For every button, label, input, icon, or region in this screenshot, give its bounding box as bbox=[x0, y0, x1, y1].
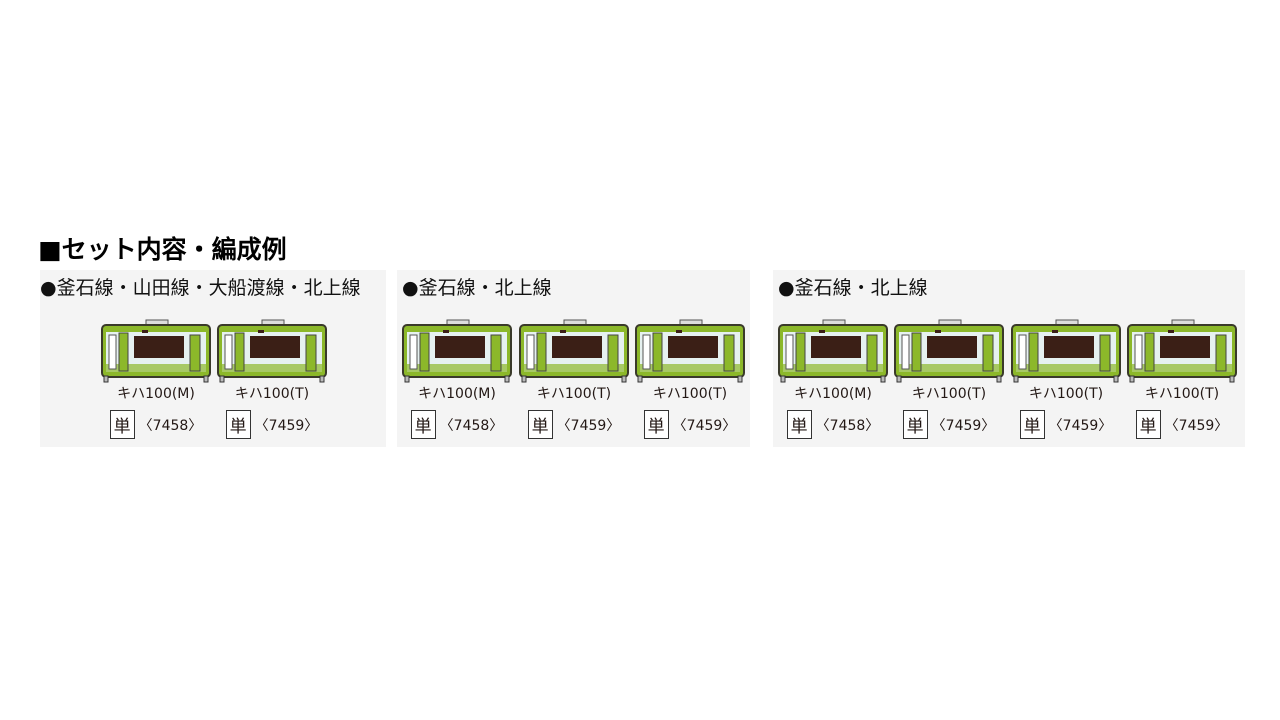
formation-title: ●釜石線・山田線・大船渡線・北上線 bbox=[40, 277, 361, 299]
single-car-badge: 単 bbox=[902, 410, 928, 439]
car-name: キハ100(T) bbox=[234, 386, 310, 402]
car-product-number: 単〈7459〉 bbox=[634, 410, 746, 439]
formation-title: ●釜石線・北上線 bbox=[402, 277, 552, 299]
car-product-number: 単〈7458〉 bbox=[777, 410, 889, 439]
product-number: 〈7458〉 bbox=[439, 417, 504, 434]
single-car-badge: 単 bbox=[225, 410, 251, 439]
single-car-badge: 単 bbox=[527, 410, 553, 439]
car-product-number: 単〈7459〉 bbox=[1126, 410, 1238, 439]
car-name: キハ100(T) bbox=[652, 386, 728, 402]
product-number: 〈7459〉 bbox=[1048, 417, 1113, 434]
car-name: キハ100(T) bbox=[536, 386, 612, 402]
car-name: キハ100(T) bbox=[1144, 386, 1220, 402]
car-name: キハ100(M) bbox=[794, 386, 872, 402]
car-product-number: 単〈7458〉 bbox=[401, 410, 513, 439]
formation-panel bbox=[40, 270, 386, 447]
train-car-illustration bbox=[216, 318, 328, 384]
single-car-badge: 単 bbox=[410, 410, 436, 439]
car-name: キハ100(M) bbox=[418, 386, 496, 402]
car-name: キハ100(T) bbox=[1028, 386, 1104, 402]
train-car-illustration bbox=[401, 318, 513, 384]
car-product-number: 単〈7459〉 bbox=[518, 410, 630, 439]
train-car-illustration bbox=[777, 318, 889, 384]
section-title: ■セット内容・編成例 bbox=[38, 235, 287, 264]
car-name: キハ100(T) bbox=[911, 386, 987, 402]
single-car-badge: 単 bbox=[1135, 410, 1161, 439]
train-car-illustration bbox=[1010, 318, 1122, 384]
formation-title: ●釜石線・北上線 bbox=[778, 277, 928, 299]
product-number: 〈7459〉 bbox=[931, 417, 996, 434]
car-name: キハ100(M) bbox=[117, 386, 195, 402]
train-car-illustration bbox=[100, 318, 212, 384]
product-number: 〈7459〉 bbox=[254, 417, 319, 434]
product-number: 〈7459〉 bbox=[556, 417, 621, 434]
train-car-illustration bbox=[1126, 318, 1238, 384]
product-number: 〈7458〉 bbox=[138, 417, 203, 434]
product-number: 〈7459〉 bbox=[672, 417, 737, 434]
single-car-badge: 単 bbox=[786, 410, 812, 439]
single-car-badge: 単 bbox=[643, 410, 669, 439]
train-car-illustration bbox=[893, 318, 1005, 384]
train-car-illustration bbox=[518, 318, 630, 384]
car-product-number: 単〈7458〉 bbox=[100, 410, 212, 439]
single-car-badge: 単 bbox=[109, 410, 135, 439]
single-car-badge: 単 bbox=[1019, 410, 1045, 439]
product-number: 〈7458〉 bbox=[815, 417, 880, 434]
train-car-illustration bbox=[634, 318, 746, 384]
car-product-number: 単〈7459〉 bbox=[216, 410, 328, 439]
car-product-number: 単〈7459〉 bbox=[1010, 410, 1122, 439]
product-number: 〈7459〉 bbox=[1164, 417, 1229, 434]
car-product-number: 単〈7459〉 bbox=[893, 410, 1005, 439]
